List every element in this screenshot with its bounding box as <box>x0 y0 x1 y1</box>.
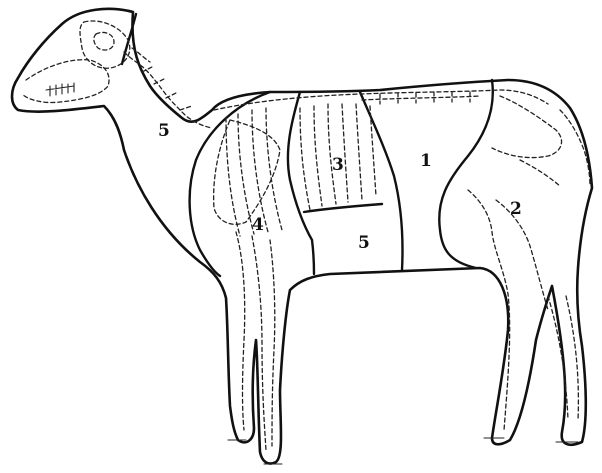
cut-leg-line <box>439 80 493 268</box>
cut-rack-bottom-line <box>304 204 382 212</box>
region-label-breast: 5 <box>358 233 370 253</box>
body-outline <box>12 9 592 464</box>
region-label-loin: 1 <box>420 151 432 171</box>
region-label-neck: 5 <box>158 121 170 141</box>
cut-rack-front-line <box>288 92 314 274</box>
region-label-rack: 3 <box>332 155 344 175</box>
region-label-leg: 2 <box>510 199 522 219</box>
skeleton <box>22 21 590 450</box>
region-label-shoulder: 4 <box>252 215 264 235</box>
